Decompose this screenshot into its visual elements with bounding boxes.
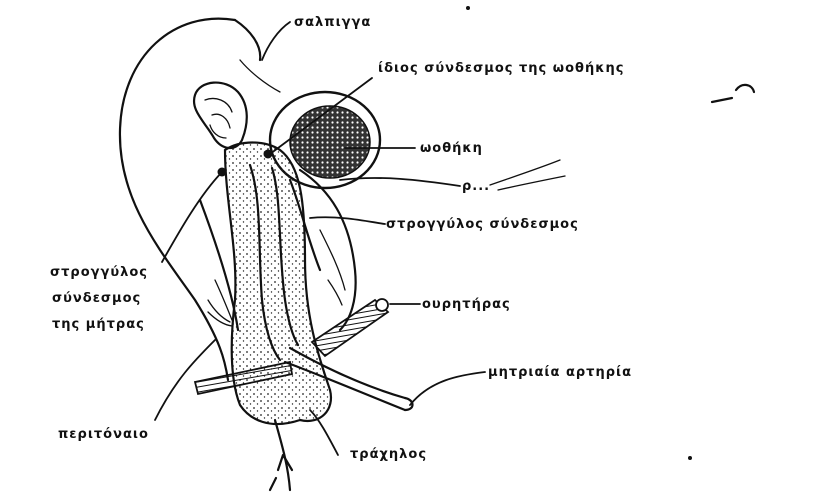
label-uterine-artery: μητριαία αρτηρία — [488, 365, 632, 380]
left-fold-4 — [208, 312, 232, 326]
leader-round-ligament — [310, 217, 385, 224]
leader-round-ligaments-uterus — [162, 172, 222, 262]
stray-dot-1 — [688, 456, 692, 460]
broad-ligament-fringe-1 — [490, 160, 560, 185]
leader-uterine-artery — [410, 372, 485, 405]
label-peritoneum: περιτόναιο — [58, 427, 149, 442]
left-fold-3 — [208, 300, 230, 322]
stray-mark-2 — [736, 85, 754, 92]
ureter-opening — [376, 299, 388, 311]
label-ovarian-ligament: ίδιος σύνδεσμος της ωοθήκης — [378, 61, 624, 76]
salpinx-fold-1 — [205, 99, 232, 113]
label-ureter: ουρητήρας — [422, 297, 511, 312]
leader-salpinx — [262, 22, 290, 60]
stray-mark-1 — [712, 98, 732, 102]
broad-ligament-top — [235, 20, 260, 60]
right-fold-2 — [320, 230, 345, 290]
label-ovary: ωοθήκη — [420, 141, 483, 156]
label-round-ligament: στρογγύλος σύνδεσμος — [386, 217, 579, 232]
label-round-ligaments-uterus-2: σύνδεσμος — [52, 291, 141, 306]
salpinx-fimbria — [240, 60, 280, 92]
label-round-ligaments-uterus-3: της μήτρας — [52, 317, 145, 332]
ovary-body — [290, 106, 370, 178]
leader-broad-ligament — [340, 178, 460, 186]
cervix-tail — [270, 478, 276, 490]
label-salpinx: σαλπιγγα — [294, 15, 371, 30]
salpinx-fold-2 — [212, 114, 230, 128]
right-fold-3 — [328, 280, 342, 305]
stray-dot-2 — [466, 6, 470, 10]
label-cervix: τράχηλος — [350, 447, 427, 462]
label-round-ligaments-uterus-1: στρογγύλος — [50, 265, 148, 280]
label-broad-ligament: ρ... — [462, 179, 490, 194]
